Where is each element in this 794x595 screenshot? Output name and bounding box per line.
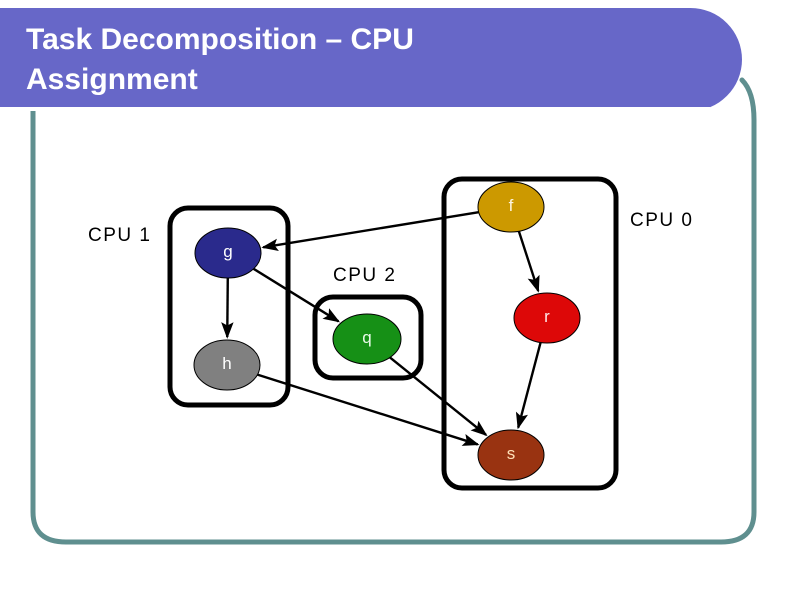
- edge-h-to-s: [257, 373, 480, 446]
- cpu-label-cpu2: CPU 2: [333, 265, 397, 286]
- task-node-q[interactable]: [332, 313, 402, 365]
- task-node-f[interactable]: [477, 181, 545, 233]
- edge-g-to-h: [221, 277, 234, 339]
- cpu-group-box-cpu2: [312, 294, 424, 381]
- cpu-group-box-cpu1: [167, 205, 291, 408]
- title-underline-rule: [0, 107, 710, 111]
- node-layer: [193, 181, 581, 481]
- title-banner: [0, 8, 742, 111]
- task-node-g[interactable]: [194, 227, 262, 279]
- page-title: Task Decomposition – CPU Assignment: [26, 23, 414, 96]
- task-node-h[interactable]: [193, 339, 261, 391]
- edge-f-to-r: [517, 230, 540, 293]
- cpu-group-boxes: [167, 176, 619, 491]
- task-node-r[interactable]: [513, 292, 581, 344]
- edge-f-to-g: [261, 211, 479, 252]
- task-node-s[interactable]: [477, 429, 545, 481]
- edge-q-to-s: [389, 356, 488, 437]
- edge-layer: [221, 211, 542, 446]
- cpu-label-cpu1: CPU 1: [88, 225, 152, 246]
- cpu-group-box-cpu0: [441, 176, 619, 491]
- edge-g-to-q: [252, 267, 341, 323]
- cpu-label-cpu0: CPU 0: [630, 210, 694, 231]
- edge-r-to-s: [515, 342, 542, 430]
